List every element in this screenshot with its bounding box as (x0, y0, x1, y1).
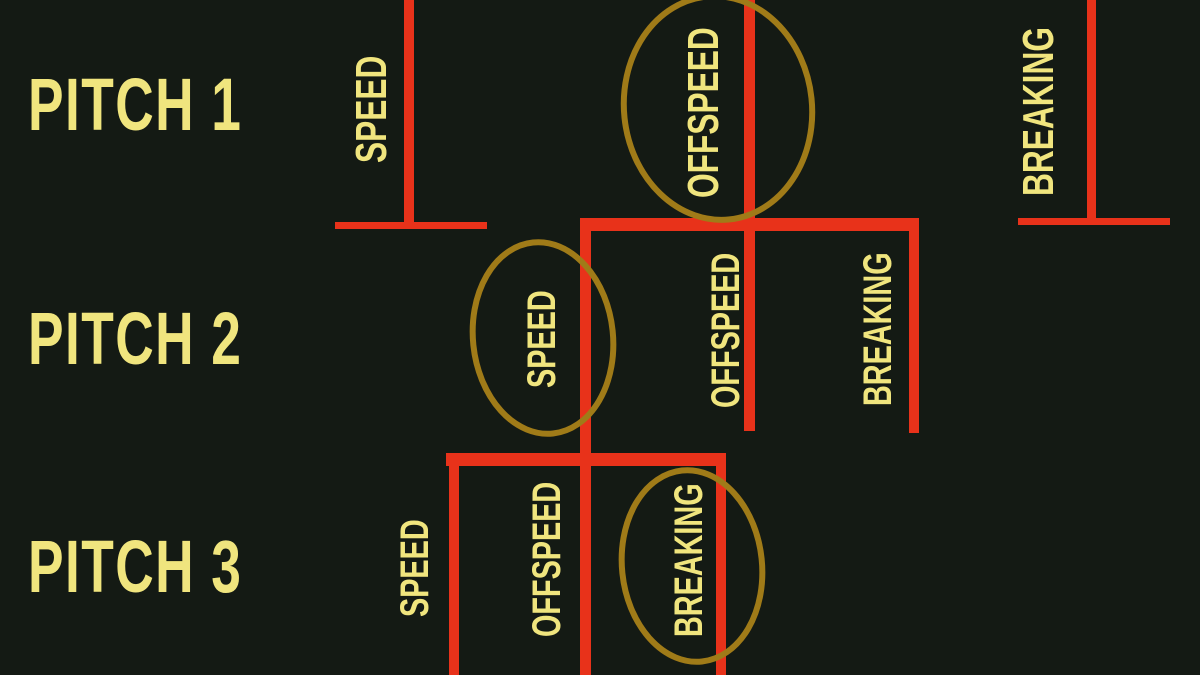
branch-line (909, 218, 919, 433)
branch-base (335, 222, 487, 229)
branch-line (744, 218, 755, 431)
branch-line (716, 453, 726, 675)
bracket-top (446, 453, 726, 466)
row-label-pitch-2: PITCH 2 (28, 297, 243, 380)
option-pitch3-speed: SPEED (393, 519, 437, 617)
option-pitch2-speed: SPEED (520, 290, 564, 388)
option-pitch2-breaking: BREAKING (856, 252, 900, 406)
tree-lines (335, 0, 1170, 675)
option-pitch2-offspeed: OFFSPEED (704, 252, 748, 408)
row-label-pitch-1: PITCH 1 (28, 63, 243, 146)
selection-circle-icon (469, 239, 617, 437)
branch-line (404, 0, 414, 222)
option-pitch3-offspeed: OFFSPEED (525, 481, 569, 637)
branch-base (1018, 218, 1170, 225)
branch-line (744, 0, 755, 222)
selection-circle-icon (620, 0, 816, 223)
bracket-left-trunk (580, 218, 591, 675)
branch-line (1087, 0, 1096, 222)
option-pitch1-offspeed: OFFSPEED (679, 27, 728, 198)
selection-circles (469, 0, 816, 665)
branch-line (449, 453, 459, 675)
option-pitch1-breaking: BREAKING (1014, 27, 1063, 196)
row-label-pitch-3: PITCH 3 (28, 525, 243, 608)
selection-circle-icon (618, 467, 766, 665)
option-pitch3-breaking: BREAKING (667, 483, 711, 637)
option-pitch1-speed: SPEED (347, 55, 396, 163)
